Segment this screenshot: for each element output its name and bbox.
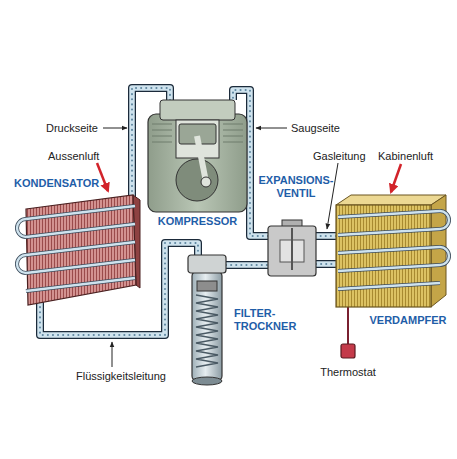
thermostat-shape — [341, 344, 355, 358]
callout-label: Saugseite — [291, 122, 340, 135]
component-label: VERDAMPFER — [366, 314, 450, 327]
canister — [192, 271, 222, 381]
component-label: EXPANSIONS- VENTIL — [254, 174, 338, 200]
crank-pin — [201, 177, 211, 187]
evaporator-tube — [338, 229, 440, 235]
callout-label: Druckseite — [46, 122, 98, 135]
filter-dryer-shape — [188, 255, 226, 385]
cooling-fin — [152, 130, 172, 131]
compressor: KOMPRESSOR — [148, 100, 247, 212]
condenser-tube — [26, 260, 135, 273]
cooling-fin — [152, 142, 172, 143]
component-label: FILTER- TROCKNER — [234, 307, 306, 333]
evaporator-tube — [338, 247, 440, 253]
cooling-fin — [223, 142, 243, 143]
evaporator-bend — [440, 247, 449, 265]
callout-label: Gasleitung — [313, 150, 366, 163]
cooling-fin — [223, 124, 243, 125]
condenser-bend — [17, 255, 26, 273]
crank-wheel — [176, 159, 218, 201]
cooling-fin — [223, 130, 243, 131]
leader-arrow — [256, 128, 287, 129]
pipe-dots — [226, 264, 268, 266]
evaporator-tube — [338, 283, 440, 289]
evaporator-tube — [338, 265, 440, 271]
condenser-tube — [26, 260, 135, 273]
condenser-tube — [26, 278, 135, 291]
evaporator-bend — [440, 247, 449, 265]
filter-head — [188, 255, 226, 273]
leader-arrow — [327, 163, 338, 229]
evaporator-bend — [440, 211, 449, 229]
leader-arrow — [112, 342, 113, 367]
sensor-wire — [348, 303, 349, 344]
pipe-outline — [316, 232, 336, 240]
refrigerant-pipe — [316, 264, 336, 265]
pipe-dots — [316, 235, 336, 237]
evaporator-shape — [336, 195, 446, 307]
condenser: KONDENSATOR — [18, 195, 140, 305]
callout-label: Kabinenluft — [378, 150, 433, 163]
connecting-rod — [197, 136, 206, 182]
evaporator-bend — [440, 211, 449, 229]
evaporator-tube — [338, 229, 440, 235]
expansion-valve-shape — [268, 226, 316, 276]
condenser-tube — [26, 224, 135, 237]
valve-stem — [291, 228, 293, 270]
airflow-arrow — [97, 163, 108, 191]
leader-arrow — [103, 128, 127, 129]
condenser-bend — [17, 219, 26, 237]
condenser-core — [26, 195, 136, 305]
evaporator-tube — [338, 211, 440, 217]
condenser-bend — [17, 255, 26, 273]
evaporator-tube — [338, 283, 440, 289]
condenser-tube — [26, 242, 135, 255]
cooling-fin — [152, 136, 172, 137]
cooling-fin — [223, 136, 243, 137]
compressor-shape — [148, 100, 247, 212]
filter-coil — [196, 295, 218, 367]
refrigerant-pipe — [316, 236, 336, 237]
evaporator-tube — [338, 265, 440, 271]
wire-line — [347, 303, 349, 344]
condenser-tube — [26, 278, 135, 291]
evaporator-tube — [338, 211, 440, 217]
thermostat: Thermostat — [341, 344, 355, 358]
compressor-housing — [148, 114, 247, 212]
condenser-bend — [17, 219, 26, 237]
evaporator-tube — [338, 247, 440, 253]
callout-label: Aussenluft — [48, 150, 99, 163]
pipe-fill — [316, 261, 336, 267]
condenser-tube — [26, 206, 135, 219]
filter-insert — [197, 281, 217, 291]
condenser-tube — [26, 224, 135, 237]
cylinder-head — [160, 100, 235, 120]
condenser-tube — [26, 242, 135, 255]
canister-bottom — [192, 377, 222, 385]
component-label: KONDENSATOR — [14, 177, 99, 190]
pipe-fill — [226, 262, 268, 268]
refrigerant-pipe — [226, 265, 268, 266]
condenser-shape — [18, 195, 140, 305]
condenser-tube — [26, 206, 135, 219]
evaporator-core — [336, 205, 431, 307]
valve-body — [268, 226, 316, 276]
evaporator-top — [336, 195, 446, 205]
pipe-dots — [316, 263, 336, 265]
cooling-fin — [152, 124, 172, 125]
component-label: KOMPRESSOR — [143, 215, 252, 228]
evaporator: VERDAMPFER — [336, 195, 446, 307]
pipe-outline — [316, 260, 336, 268]
pipe-outline — [226, 261, 268, 269]
airflow-arrow — [391, 164, 401, 192]
component-label: Thermostat — [315, 366, 381, 379]
callout-label: Flüssigkeitsleitung — [76, 370, 166, 383]
pipe-fill — [316, 233, 336, 239]
expansion-valve: EXPANSIONS- VENTIL — [268, 226, 316, 276]
filter-dryer: FILTER- TROCKNER — [188, 255, 226, 385]
thermostat-box — [341, 344, 355, 358]
